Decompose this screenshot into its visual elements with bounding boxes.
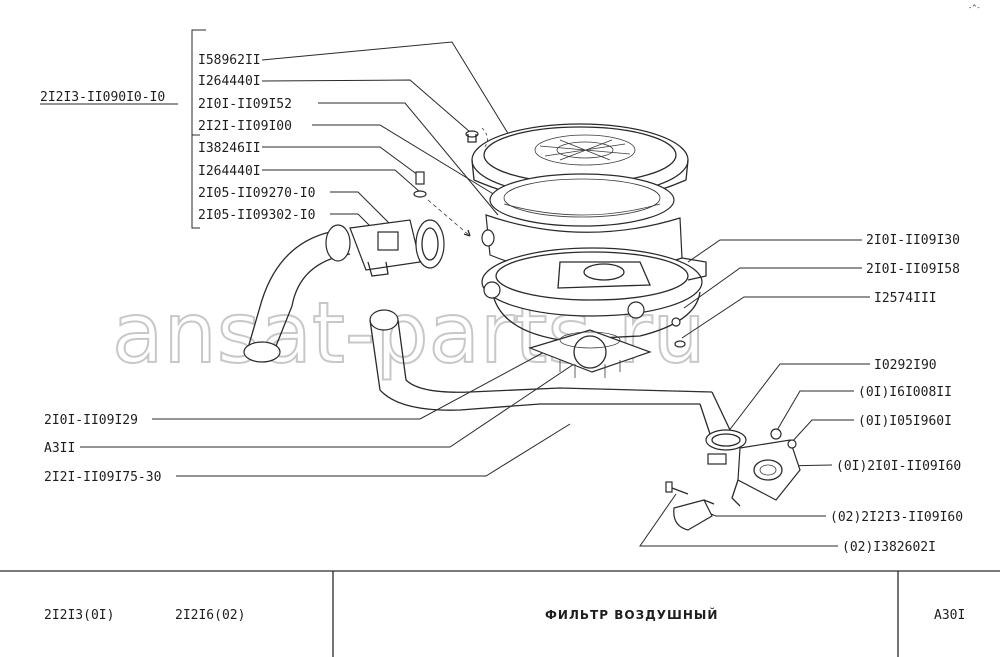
- leader-p3: [318, 102, 499, 216]
- label-p15: (0I)2I0I-II09I60: [836, 459, 961, 474]
- group-bracket: [191, 29, 206, 229]
- group-label: 2I2I3-II090I0-I0: [40, 90, 165, 105]
- footer-code: А30I: [934, 608, 965, 623]
- leader-p16: [705, 511, 826, 517]
- hot-air-hose: [369, 309, 731, 441]
- leader-p18: [152, 349, 549, 420]
- small-screw: [665, 481, 689, 495]
- label-p17: (02)I382602I: [842, 540, 936, 555]
- label-p3: 2I0I-II09I52: [198, 97, 292, 112]
- leader-p10: [683, 267, 862, 309]
- base-plate: [528, 329, 652, 378]
- bolt-washer: [413, 171, 495, 247]
- label-p7: 2I05-II09270-I0: [198, 186, 315, 201]
- hose-clamp: [705, 429, 747, 465]
- label-p5: I38246II: [198, 141, 261, 156]
- leader-p9: [687, 239, 862, 263]
- leader-p5: [262, 146, 423, 179]
- leader-p11: [681, 296, 870, 339]
- small-nuts: [770, 428, 797, 449]
- flap-valve: [731, 439, 801, 507]
- title-block: [0, 570, 1000, 657]
- corner-mark: -^-: [968, 4, 981, 12]
- label-p16: (02)2I2I3-II09I60: [830, 510, 963, 525]
- label-p14: (0I)I05I960I: [858, 414, 952, 429]
- filter-housing: [481, 214, 707, 341]
- filter-element: [489, 173, 675, 227]
- leader-p12: [727, 363, 870, 433]
- leader-p6: [262, 169, 421, 193]
- small-clips: [671, 317, 686, 348]
- label-p4: 2I2I-II09I00: [198, 119, 292, 134]
- connector-housing: [349, 219, 445, 277]
- clip-bracket: [673, 499, 715, 531]
- label-p12: I0292I90: [874, 358, 937, 373]
- label-p8: 2I05-II09302-I0: [198, 208, 315, 223]
- label-p1: I58962II: [198, 53, 261, 68]
- label-p11: I2574III: [874, 291, 937, 306]
- intake-hose: [243, 224, 351, 363]
- footer-models-1: 2I2I3(0I): [44, 608, 114, 623]
- leader-p7: [330, 191, 393, 227]
- label-p2: I264440I: [198, 74, 261, 89]
- footer-title: ФИЛЬТР ВОЗДУШНЫЙ: [545, 607, 718, 622]
- label-p13: (0I)I6I008II: [858, 385, 952, 400]
- leader-p8: [330, 213, 371, 227]
- leader-p4: [312, 124, 501, 199]
- label-p20: 2I2I-II09I75-30: [44, 470, 161, 485]
- stud-nut: [465, 127, 488, 149]
- leader-p17: [639, 493, 838, 547]
- label-p19: А3II: [44, 441, 75, 456]
- leader-p13: [775, 390, 854, 433]
- label-p18: 2I0I-II09I29: [44, 413, 138, 428]
- label-p6: I264440I: [198, 164, 261, 179]
- leader-p2: [261, 79, 471, 133]
- label-p10: 2I0I-II09I58: [866, 262, 960, 277]
- label-p9: 2I0I-II09I30: [866, 233, 960, 248]
- leader-p1: [261, 41, 513, 141]
- leader-p20: [176, 423, 571, 477]
- footer-models-2: 2I2I6(02): [175, 608, 245, 623]
- leader-p14: [789, 419, 854, 445]
